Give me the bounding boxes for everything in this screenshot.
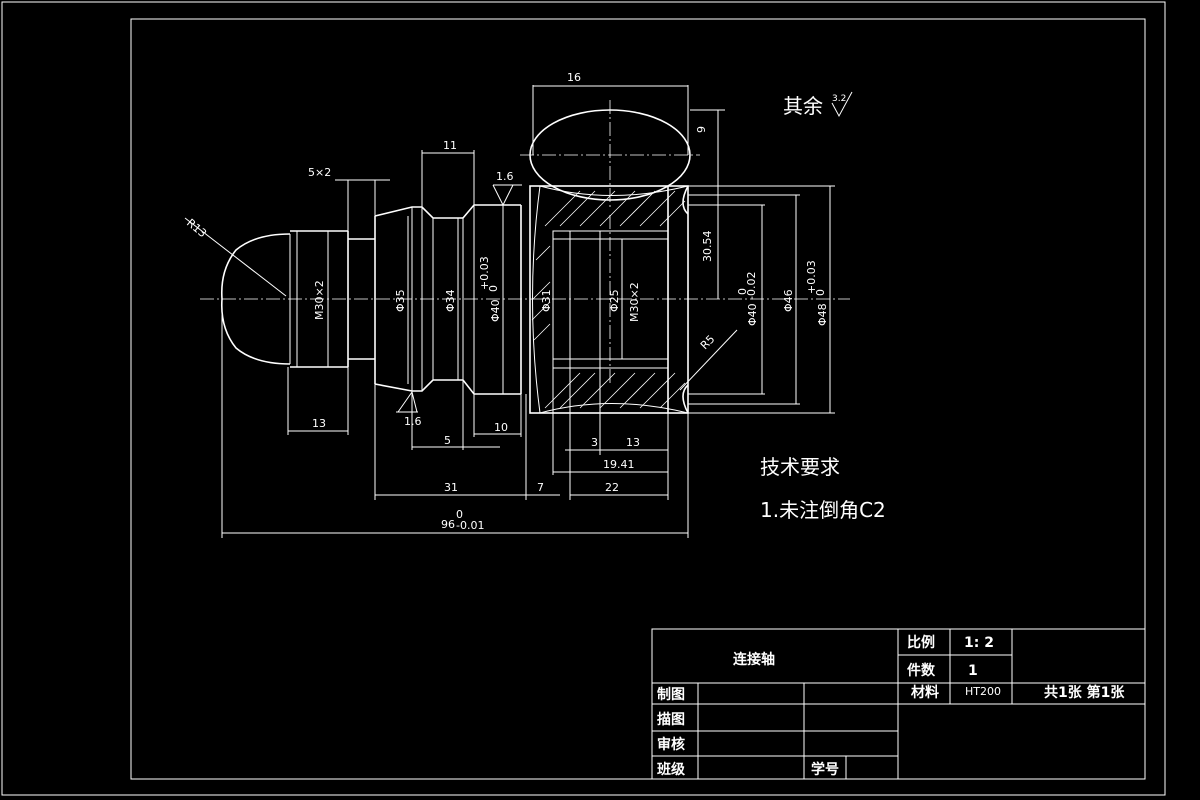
tech-req-title: 技术要求 [760, 455, 840, 479]
dim-22: 22 [605, 481, 619, 494]
tech-requirements: 技术要求 1.未注倒角C2 [760, 455, 886, 522]
dim-16: 16 [567, 71, 581, 84]
dim-d48-up: +0.03 [805, 260, 818, 294]
qty-label: 件数 [907, 662, 936, 679]
dim-d34: Φ34 [444, 289, 457, 312]
dim-d48: Φ48 [816, 303, 829, 326]
dim-m30x2-left: M30×2 [313, 280, 326, 320]
dim-96: 96 [441, 518, 455, 531]
dim-d40-right-lo: -0.02 [745, 272, 758, 300]
dim-d40-tol-lo: 0 [487, 285, 500, 292]
roughness-bottom: 1.6 [404, 415, 422, 428]
dim-3: 3 [591, 436, 598, 449]
dimension-labels: 16 9 11 1.6 1.6 5×2 R13 R5 M30×2 Φ35 Φ34… [184, 71, 829, 532]
scale-label: 比例 [907, 634, 935, 651]
surface-finish-note: 其余 3.2 [783, 94, 846, 118]
dim-m30x2-inner: M30×2 [628, 282, 641, 322]
tech-req-item-1: 1.未注倒角C2 [760, 498, 886, 522]
dim-19-41: 19.41 [603, 458, 635, 471]
inner-border [130, 18, 1146, 780]
dim-d40-right: Φ40 [746, 303, 759, 326]
dim-5: 5 [444, 434, 451, 447]
hatch-top [544, 190, 686, 227]
material-label: 材料 [911, 684, 939, 701]
sheet-info: 共1张 第1张 [1044, 684, 1125, 701]
drawn-by-label: 制图 [657, 686, 685, 703]
dim-10: 10 [494, 421, 508, 434]
dim-31: 31 [444, 481, 458, 494]
dimension-lines [184, 85, 853, 538]
dim-5x2: 5×2 [308, 166, 331, 179]
dim-d40-right-up: 0 [736, 288, 749, 295]
dim-r5: R5 [698, 333, 718, 353]
part-name: 连接轴 [733, 651, 775, 668]
dim-96-lo: -0.01 [456, 519, 484, 532]
dim-d40-tol: Φ40 [489, 299, 502, 322]
surface-finish-value: 3.2 [832, 94, 846, 104]
dim-d35: Φ35 [394, 289, 407, 312]
checked-by-label: 审核 [657, 736, 685, 753]
student-no-label: 学号 [811, 761, 839, 778]
dim-d31: Φ31 [540, 289, 553, 312]
dim-11: 11 [443, 139, 457, 152]
scale-value: 1: 2 [964, 635, 994, 651]
class-label: 班级 [657, 761, 686, 778]
dim-13-right: 13 [626, 436, 640, 449]
dim-96-up: 0 [456, 508, 463, 521]
roughness-top: 1.6 [496, 170, 514, 183]
hatch-left [531, 245, 551, 341]
dim-d48-lo: 0 [814, 289, 827, 296]
dim-d25: Φ25 [608, 289, 621, 312]
material-value: HT200 [965, 685, 1001, 698]
dim-13-left: 13 [312, 417, 326, 430]
dim-d46: Φ46 [782, 289, 795, 312]
surface-finish-prefix: 其余 [783, 94, 823, 118]
part-outline [200, 100, 850, 414]
dim-7: 7 [537, 481, 544, 494]
traced-by-label: 描图 [657, 711, 685, 728]
dim-30-54: 30.54 [701, 231, 714, 263]
qty-value: 1 [968, 663, 978, 679]
title-block: 连接轴 比例 1: 2 件数 1 材料 HT200 共1张 第1张 制图 描图 … [651, 628, 1146, 780]
hatch-bottom [544, 372, 686, 409]
dim-d40-tol-up: +0.03 [478, 256, 491, 290]
outer-border [1, 1, 1166, 796]
dim-9: 9 [695, 126, 708, 133]
spherical-end [220, 233, 291, 365]
